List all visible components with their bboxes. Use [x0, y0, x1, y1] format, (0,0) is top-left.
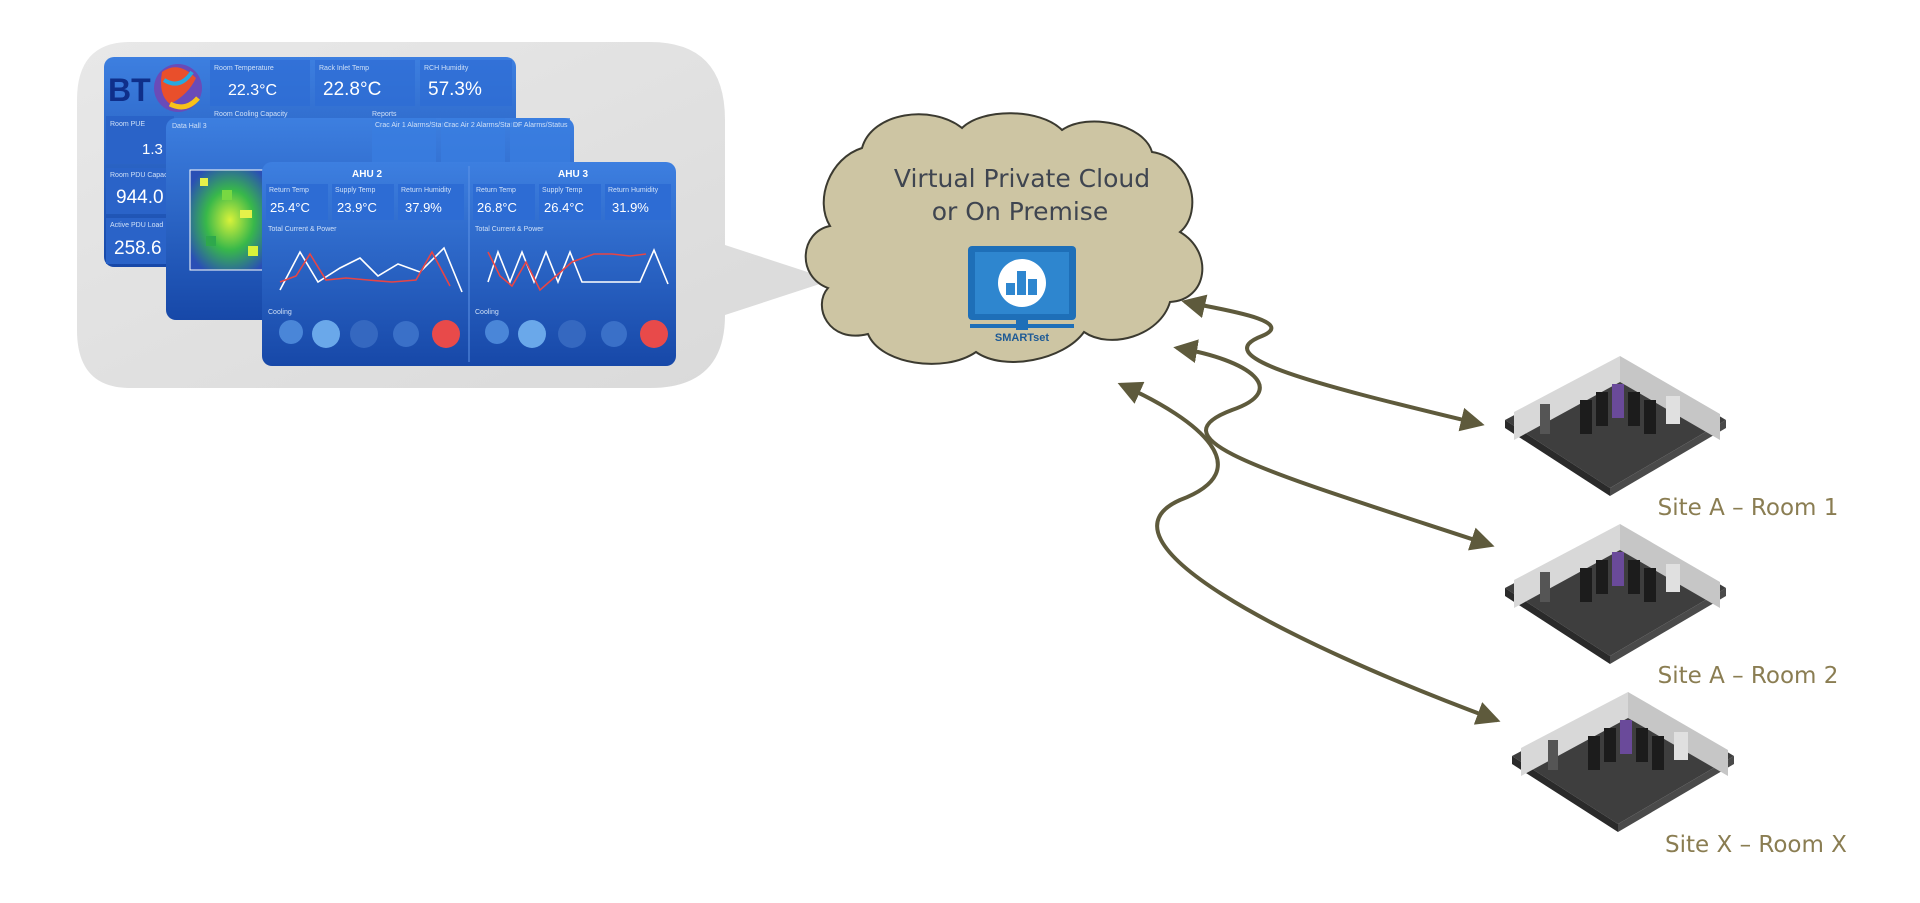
- dashboard-bubble: BT Room Temperature 22.3°C Rack Inlet Te…: [77, 42, 832, 388]
- svg-text:Room Cooling Capacity: Room Cooling Capacity: [214, 111, 288, 118]
- bt-logo: BT: [108, 64, 202, 112]
- svg-text:Total Current & Power: Total Current & Power: [475, 226, 544, 233]
- svg-text:22.3°C: 22.3°C: [228, 82, 277, 99]
- svg-text:Reports: Reports: [372, 111, 397, 118]
- svg-text:RCH Humidity: RCH Humidity: [424, 65, 469, 72]
- site-room-1: Site A – Room 1: [1505, 356, 1838, 521]
- svg-text:Room PUE: Room PUE: [110, 121, 145, 128]
- svg-text:25.4°C: 25.4°C: [270, 200, 310, 215]
- site-label: Site A – Room 1: [1658, 495, 1839, 521]
- svg-text:Active PDU Load: Active PDU Load: [110, 222, 163, 229]
- panel-ahu-3: AHU 3 Return Temp 26.8°C Supply Temp 26.…: [473, 169, 671, 348]
- site-room-x: Site X – Room X: [1512, 692, 1847, 858]
- svg-text:57.3%: 57.3%: [428, 79, 482, 100]
- svg-text:1.3: 1.3: [142, 141, 163, 158]
- svg-text:31.9%: 31.9%: [612, 200, 649, 215]
- datacenter-room-icon: [1505, 356, 1726, 496]
- svg-text:Cooling: Cooling: [475, 309, 499, 316]
- svg-text:Return Temp: Return Temp: [269, 187, 309, 194]
- cloud-title-line2: or On Premise: [932, 197, 1108, 226]
- connector-room-x: [1117, 381, 1501, 725]
- datacenter-room-icon: [1505, 524, 1726, 664]
- smartset-monitor-icon: [968, 246, 1076, 330]
- svg-text:Total Current & Power: Total Current & Power: [268, 226, 337, 233]
- back-left-tiles: Room PUE 1.3 Room PDU Capacity 944.0 Act…: [106, 116, 175, 264]
- svg-text:Room PDU Capacity: Room PDU Capacity: [110, 172, 175, 179]
- svg-text:944.0: 944.0: [116, 187, 164, 208]
- svg-text:23.9°C: 23.9°C: [337, 200, 377, 215]
- back-top-tiles: Room Temperature 22.3°C Rack Inlet Temp …: [210, 60, 512, 106]
- heatmap-grid: [189, 169, 271, 271]
- svg-text:Return Humidity: Return Humidity: [401, 187, 452, 194]
- svg-text:258.6: 258.6: [114, 238, 162, 259]
- svg-text:AHU 2: AHU 2: [352, 169, 382, 180]
- connectors: [1117, 294, 1501, 725]
- smartset-label: SMARTset: [995, 332, 1050, 344]
- site-label: Site X – Room X: [1665, 832, 1847, 858]
- svg-text:Room Temperature: Room Temperature: [214, 65, 274, 72]
- svg-text:Data Hall 3: Data Hall 3: [172, 123, 207, 130]
- svg-text:37.9%: 37.9%: [405, 200, 442, 215]
- site-room-2: Site A – Room 2: [1505, 524, 1838, 689]
- svg-text:Rack Inlet Temp: Rack Inlet Temp: [319, 65, 369, 72]
- svg-text:26.8°C: 26.8°C: [477, 200, 517, 215]
- svg-text:Supply Temp: Supply Temp: [542, 187, 582, 194]
- svg-text:22.8°C: 22.8°C: [323, 79, 381, 100]
- svg-text:26.4°C: 26.4°C: [544, 200, 584, 215]
- status-tables: Crac Air 1 Alarms/Status Crac Air 2 Alar…: [372, 118, 570, 168]
- svg-text:Crac Air 2 Alarms/Status: Crac Air 2 Alarms/Status: [444, 122, 520, 129]
- svg-text:Supply Temp: Supply Temp: [335, 187, 375, 194]
- svg-text:Return Temp: Return Temp: [476, 187, 516, 194]
- svg-text:AHU 3: AHU 3: [558, 169, 588, 180]
- svg-text:Crac Air 1 Alarms/Status: Crac Air 1 Alarms/Status: [375, 122, 451, 129]
- cloud-shape: [804, 112, 1204, 365]
- site-label: Site A – Room 2: [1658, 663, 1839, 689]
- svg-text:BT: BT: [108, 72, 151, 108]
- svg-text:DF Alarms/Status: DF Alarms/Status: [513, 122, 568, 129]
- cloud-node: Virtual Private Cloud or On Premise SMAR…: [804, 112, 1204, 365]
- connector-room-2: [1173, 339, 1495, 551]
- dashboard-front: AHU 2 Return Temp 25.4°C Supply Temp 23.…: [262, 162, 676, 366]
- panel-ahu-2: AHU 2 Return Temp 25.4°C Supply Temp 23.…: [266, 169, 464, 348]
- svg-text:Cooling: Cooling: [268, 309, 292, 316]
- cloud-title-line1: Virtual Private Cloud: [894, 164, 1150, 193]
- datacenter-room-icon: [1512, 692, 1734, 832]
- svg-text:Return Humidity: Return Humidity: [608, 187, 659, 194]
